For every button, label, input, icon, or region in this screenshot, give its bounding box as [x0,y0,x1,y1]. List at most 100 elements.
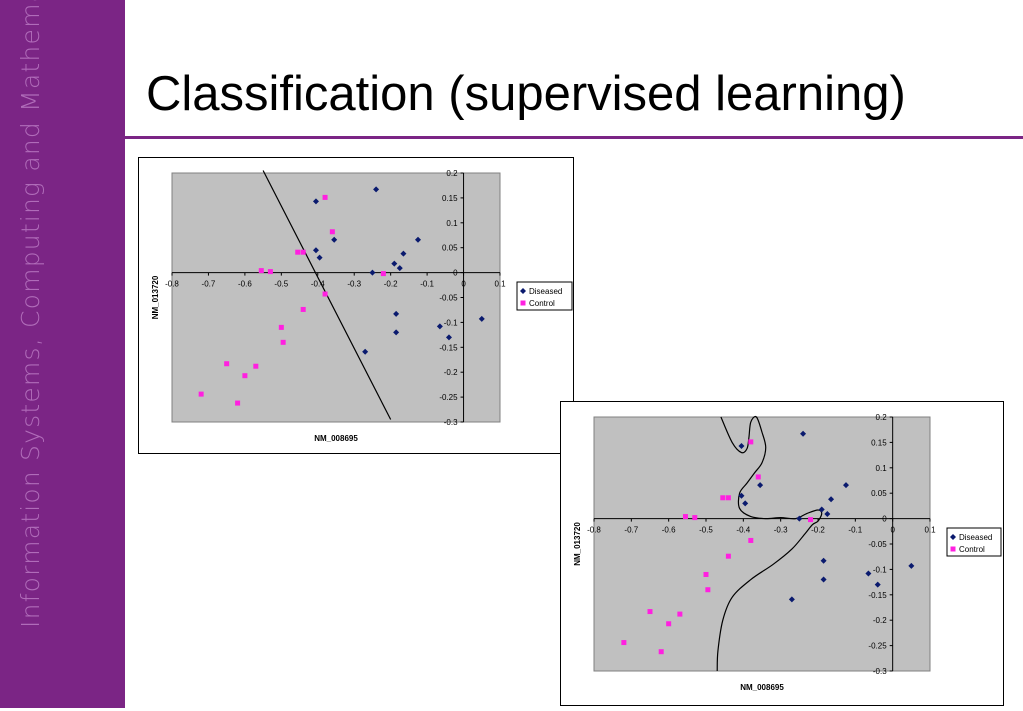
control-point [677,611,683,617]
y-tick-label: 0.15 [871,438,887,447]
y-tick-label: -0.2 [444,368,458,377]
diseased-point [362,348,369,355]
x-tick-label: -0.2 [811,526,825,535]
control-point [258,268,264,274]
control-point [267,269,273,275]
y-tick-label: -0.05 [439,294,458,303]
diseased-point [874,581,881,588]
legend-diseased-label: Diseased [529,287,562,296]
y-tick-label: -0.3 [444,418,458,427]
y-tick-label: 0.1 [446,219,458,228]
y-tick-label: 0 [453,269,458,278]
control-point [380,271,386,277]
x-tick-label: -0.3 [774,526,788,535]
x-axis-title: NM_008695 [314,434,358,443]
y-axis-title: NM_013720 [573,522,582,566]
diseased-point [369,269,376,276]
y-tick-label: 0.05 [871,489,887,498]
x-tick-label: -0.5 [699,526,713,535]
x-tick-label: -0.4 [736,526,750,535]
legend-control-label: Control [959,545,985,554]
control-point [666,621,672,627]
x-tick-label: 0.1 [924,526,936,535]
diseased-point [436,323,443,330]
y-axis-title: NM_013720 [151,275,160,319]
diseased-point [800,430,807,437]
legend-diseased-marker [520,288,526,294]
legend-control-marker [950,546,956,552]
diseased-point [865,570,872,577]
x-tick-label: -0.8 [165,280,179,289]
y-tick-label: -0.3 [873,667,887,676]
y-tick-label: 0.15 [442,194,458,203]
control-point [253,363,259,369]
legend-box [516,281,573,311]
plot-area [593,416,931,672]
control-point [198,391,204,397]
diseased-point [820,557,827,564]
y-tick-label: -0.25 [868,642,887,651]
legend-diseased-marker [950,534,956,540]
x-tick-label: -0.2 [384,280,398,289]
control-point [280,339,286,345]
control-point [703,571,709,577]
x-tick-label: -0.6 [662,526,676,535]
diseased-point [843,482,849,489]
x-tick-label: -0.4 [311,280,325,289]
legend-control-label: Control [529,299,555,308]
diseased-point [757,482,764,489]
control-point [748,439,754,445]
slide-title: Classification (supervised learning) [146,67,906,121]
diseased-point [478,315,485,322]
y-tick-label: 0.05 [442,244,458,253]
y-tick-label: -0.2 [873,616,887,625]
diseased-point [393,329,400,336]
x-tick-label: -0.3 [347,280,361,289]
decision-boundary [716,415,823,672]
control-point [748,537,754,543]
diseased-point [391,260,398,267]
control-point [682,514,688,520]
control-point [224,361,230,367]
diseased-point [312,247,319,254]
control-point [658,649,664,655]
diseased-point [828,496,835,503]
control-point [720,495,726,501]
x-tick-label: 0 [461,280,466,289]
diseased-point [824,511,831,518]
y-tick-label: -0.15 [439,343,458,352]
control-point [808,517,814,523]
x-tick-label: 0.1 [494,280,506,289]
control-point [692,515,698,521]
diseased-point [316,254,323,261]
diseased-point [312,198,319,205]
diseased-point [796,515,803,522]
x-tick-label: -0.7 [624,526,638,535]
diseased-point [396,265,403,272]
diseased-point [393,310,400,317]
diseased-point [788,596,795,603]
control-point [755,474,761,480]
control-point [647,609,653,615]
legend-control-marker [520,300,526,306]
diseased-point [738,492,745,499]
y-tick-label: 0.1 [876,464,888,473]
control-point [322,194,328,200]
control-point [235,400,241,406]
x-axis-title: NM_008695 [740,683,784,692]
control-point [300,249,306,255]
x-tick-label: -0.7 [202,280,216,289]
x-tick-label: -0.5 [274,280,288,289]
control-point [705,587,711,593]
y-tick-label: -0.1 [873,565,887,574]
control-point [242,373,248,379]
y-tick-label: -0.25 [439,393,458,402]
sidebar-vertical-text: Information Systems, Computing and Mathe… [16,0,45,628]
control-point [621,640,627,646]
control-point [329,229,335,235]
y-tick-label: 0.2 [446,169,458,178]
x-tick-label: -0.1 [420,280,434,289]
